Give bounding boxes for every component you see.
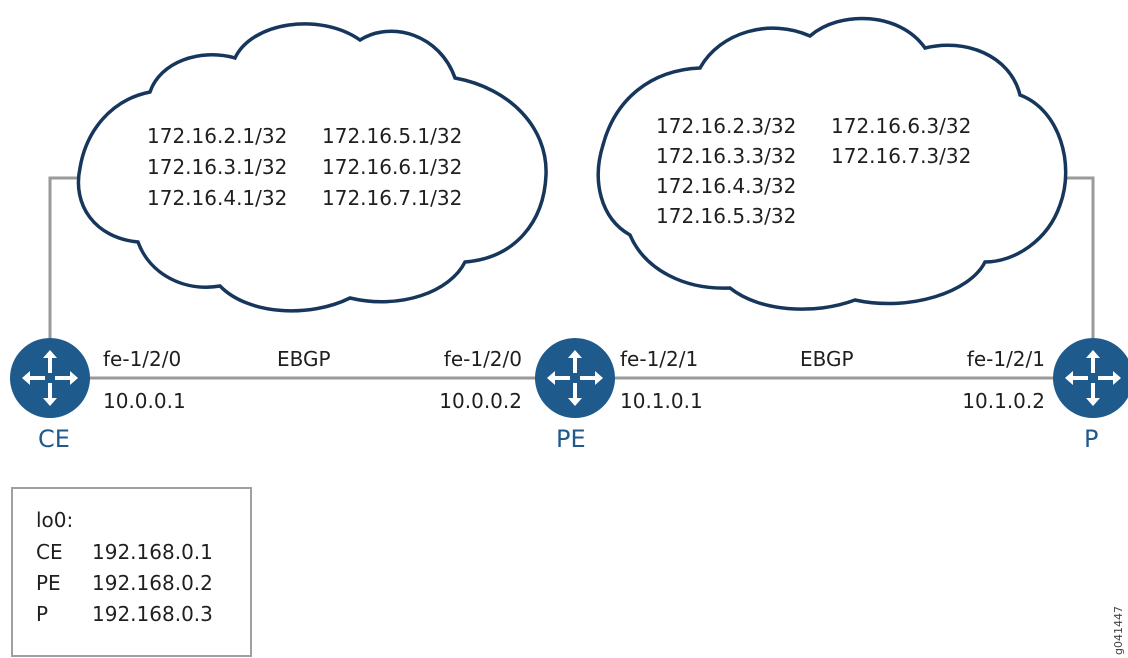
p-label: P [1084,425,1098,453]
link-1-labels: fe-1/2/0 10.0.0.1 EBGP fe-1/2/0 10.0.0.2 [103,347,522,413]
legend-device: CE [36,540,63,564]
route: 172.16.6.1/32 [322,155,462,179]
legend-address: 192.168.0.1 [92,540,213,564]
ip-label: 10.1.0.2 [962,389,1045,413]
route: 172.16.4.1/32 [147,186,287,210]
pe-label: PE [556,425,586,453]
ip-label: 10.0.0.2 [439,389,522,413]
route: 172.16.7.1/32 [322,186,462,210]
route: 172.16.5.3/32 [656,204,796,228]
route: 172.16.6.3/32 [831,114,971,138]
ce-label: CE [38,425,70,453]
route: 172.16.3.3/32 [656,144,796,168]
legend-address: 192.168.0.3 [92,602,213,626]
right-cloud-routes: 172.16.2.3/32 172.16.3.3/32 172.16.4.3/3… [656,114,971,228]
legend-device: P [36,602,48,626]
ip-label: 10.1.0.1 [620,389,703,413]
route: 172.16.2.1/32 [147,124,287,148]
ce-cloud-connector [48,176,78,340]
interface-label: fe-1/2/0 [103,347,181,371]
interface-label: fe-1/2/1 [967,347,1045,371]
p-cloud-connector [1065,176,1095,340]
ip-label: 10.0.0.1 [103,389,186,413]
legend-device: PE [36,571,61,595]
interface-label: fe-1/2/1 [620,347,698,371]
protocol-label: EBGP [800,347,854,371]
route: 172.16.2.3/32 [656,114,796,138]
loopback-legend: lo0: CE 192.168.0.1 PE 192.168.0.2 P 192… [11,487,252,657]
ce-router-icon[interactable] [10,338,90,418]
route: 172.16.4.3/32 [656,174,796,198]
protocol-label: EBGP [277,347,331,371]
right-cloud [596,16,1068,311]
legend-address: 192.168.0.2 [92,571,213,595]
route: 172.16.3.1/32 [147,155,287,179]
route: 172.16.7.3/32 [831,144,971,168]
link-2-labels: fe-1/2/1 10.1.0.1 EBGP fe-1/2/1 10.1.0.2 [620,347,1045,413]
legend-title: lo0: [36,508,73,532]
p-router-icon[interactable] [1053,338,1128,418]
figure-id: g041447 [1112,606,1125,655]
interface-label: fe-1/2/0 [444,347,522,371]
left-cloud-routes: 172.16.2.1/32 172.16.3.1/32 172.16.4.1/3… [147,124,462,210]
route: 172.16.5.1/32 [322,124,462,148]
legend-box [11,487,252,657]
left-cloud [76,22,548,313]
pe-router-icon[interactable] [535,338,615,418]
